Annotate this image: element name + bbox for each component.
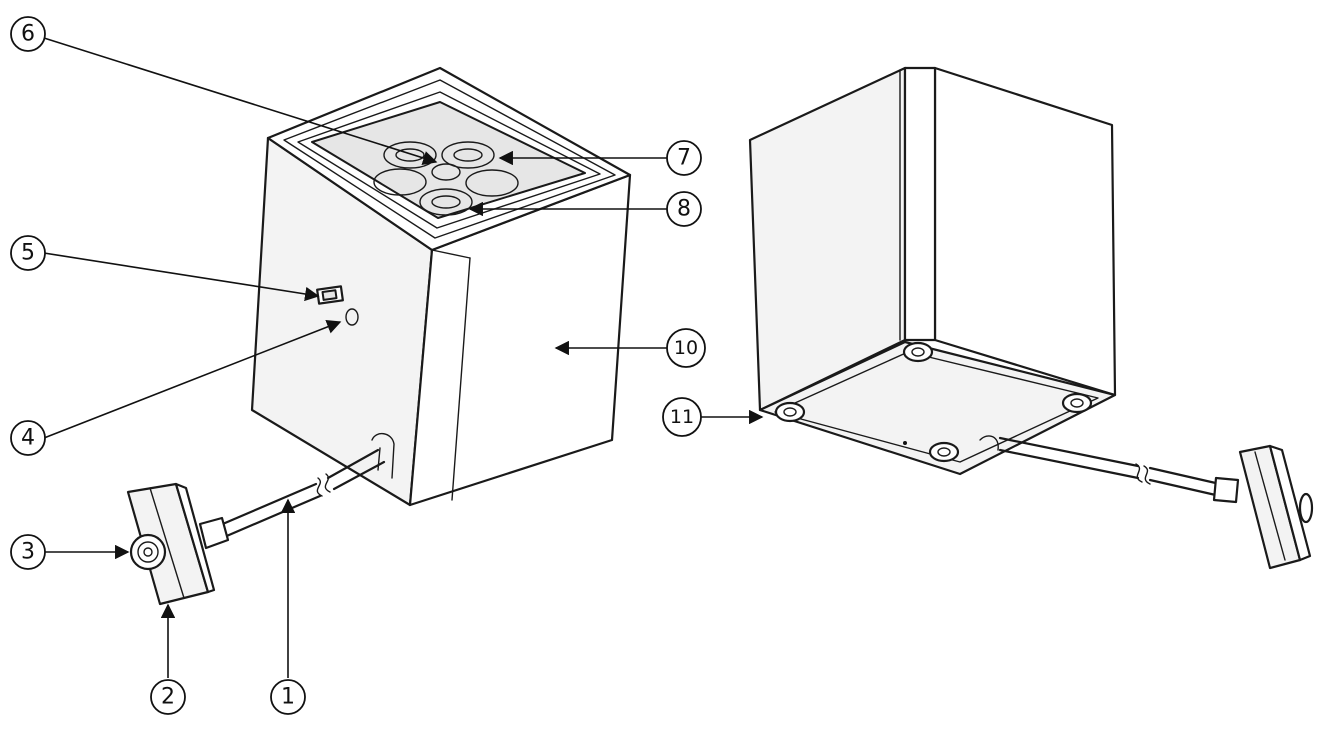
adjustment-knob (129, 533, 167, 571)
callout-8-number: 8 (677, 197, 691, 222)
cable-and-connector-left (126, 448, 386, 606)
callout-4: 4 (10, 420, 46, 456)
fixture-front-view (250, 66, 632, 507)
charging-port (345, 308, 359, 326)
callout-11: 11 (662, 397, 702, 437)
callout-1-number: 1 (281, 685, 295, 710)
bottom-plate (758, 340, 1117, 476)
callout-8: 8 (666, 191, 702, 227)
callout-6: 6 (10, 16, 46, 52)
callout-6-number: 6 (21, 22, 35, 47)
callout-4-number: 4 (21, 426, 35, 451)
callout-11-number: 11 (670, 406, 694, 428)
callout-1: 1 (270, 679, 306, 715)
callout-2-number: 2 (161, 685, 175, 710)
callout-7-number: 7 (677, 146, 691, 171)
callout-5: 5 (10, 235, 46, 271)
callout-10: 10 (666, 328, 706, 368)
rubber-feet (774, 341, 1093, 463)
callout-2: 2 (150, 679, 186, 715)
rear-right-face (933, 66, 1117, 397)
fixture-rear-view (748, 66, 1117, 476)
leader-lines (43, 37, 764, 678)
callout-5-number: 5 (21, 241, 35, 266)
callout-7: 7 (666, 140, 702, 176)
callout-3-number: 3 (21, 540, 35, 565)
callout-3: 3 (10, 534, 46, 570)
callout-10-number: 10 (674, 337, 698, 359)
lens-plate (311, 101, 586, 219)
cable-and-connector-right (998, 436, 1314, 570)
